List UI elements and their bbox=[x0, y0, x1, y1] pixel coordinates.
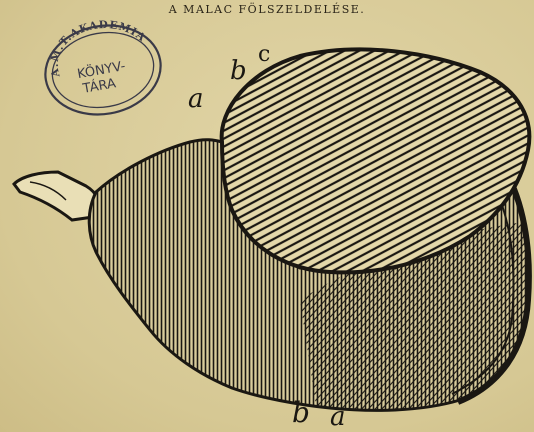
label-b-top: b bbox=[230, 56, 247, 86]
label-a-bottom: a bbox=[330, 402, 346, 432]
label-c-top: c bbox=[258, 42, 270, 67]
label-b-bottom: b bbox=[292, 396, 310, 429]
label-a-top: a bbox=[188, 84, 204, 114]
